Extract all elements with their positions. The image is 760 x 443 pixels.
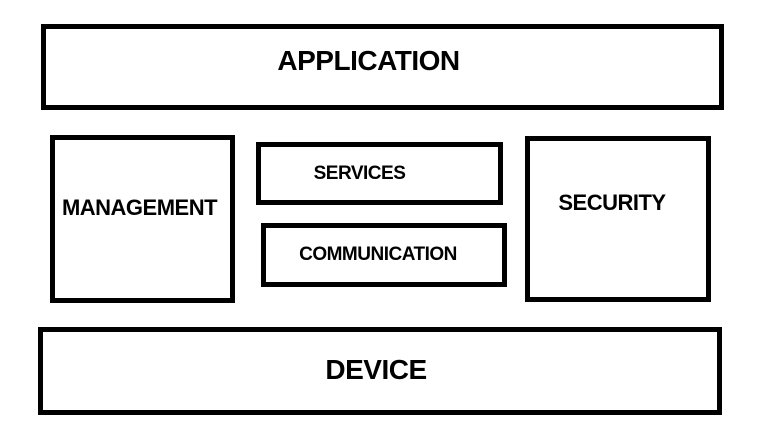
- block-management-label: MANAGEMENT: [61, 194, 218, 220]
- block-services: SERVICES: [256, 142, 503, 205]
- block-device-label: DEVICE: [325, 354, 427, 386]
- block-security-label: SECURITY: [558, 190, 666, 216]
- block-application-label: APPLICATION: [277, 44, 460, 76]
- block-communication-label: COMMUNICATION: [299, 244, 457, 265]
- block-security: SECURITY: [525, 136, 711, 302]
- block-application: APPLICATION: [41, 24, 724, 110]
- block-device: DEVICE: [38, 327, 722, 415]
- block-management: MANAGEMENT: [50, 135, 235, 303]
- block-communication: COMMUNICATION: [261, 223, 507, 287]
- block-services-label: SERVICES: [313, 162, 406, 184]
